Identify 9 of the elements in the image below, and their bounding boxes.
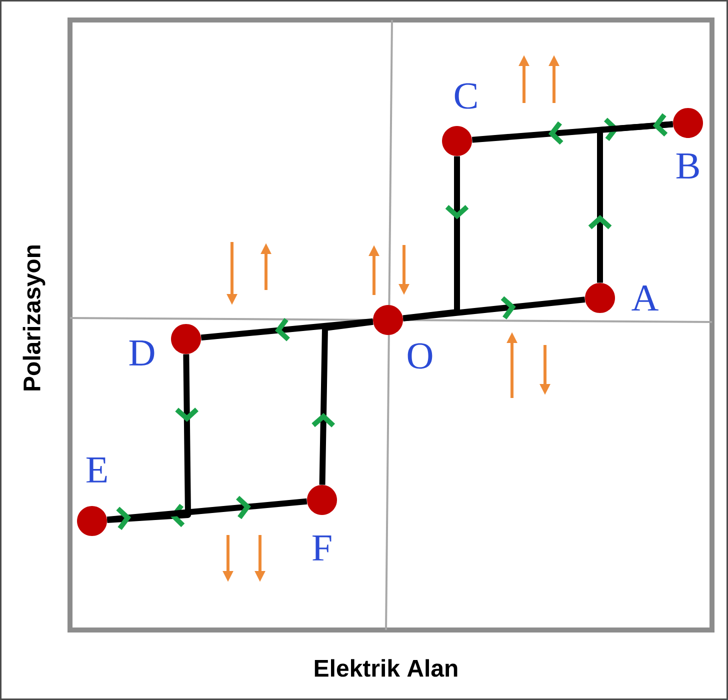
point-label: O (408, 343, 432, 369)
point-label: A (632, 285, 658, 311)
point-label: D (129, 340, 154, 366)
point-label: B (676, 154, 699, 178)
point-label: C (454, 83, 477, 109)
point-label: F (312, 536, 332, 560)
axis-title: Elektrik Alan (314, 659, 458, 677)
axis-title: Polarizasyon (22, 245, 46, 390)
point-label: E (86, 458, 107, 482)
